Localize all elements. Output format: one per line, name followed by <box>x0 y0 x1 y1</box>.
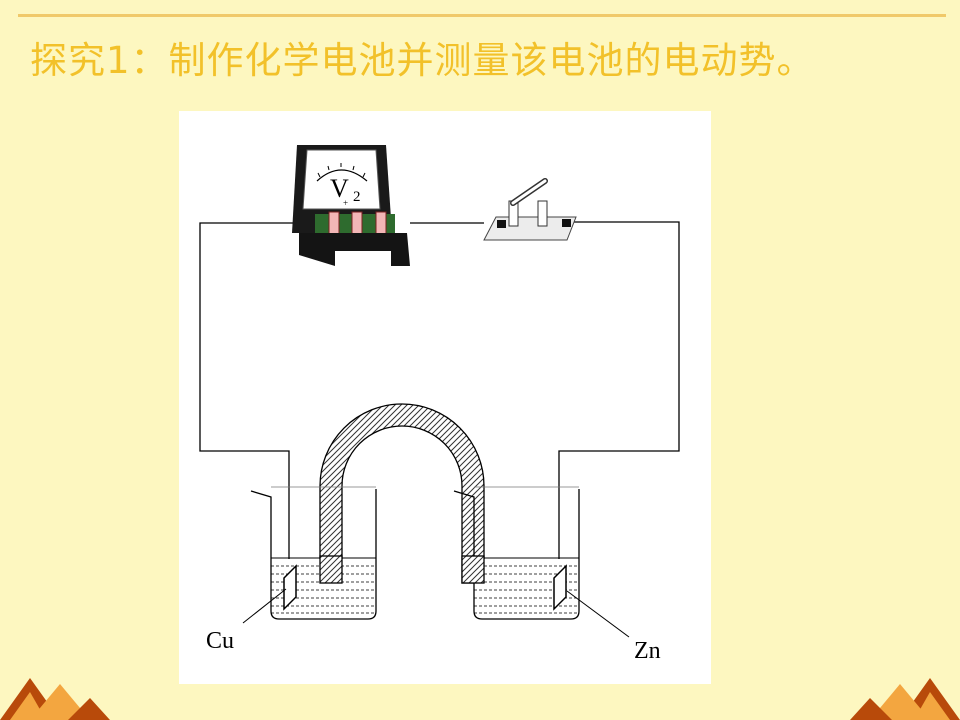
voltmeter: V 2 + <box>292 145 410 266</box>
left-beaker <box>250 486 377 620</box>
knife-switch <box>483 178 577 241</box>
circuit-wires <box>199 221 680 607</box>
title-divider-line <box>18 14 946 17</box>
corner-decoration-right <box>850 678 960 720</box>
galvanic-cell-diagram: V 2 + <box>179 111 711 684</box>
voltmeter-plus-mark: + <box>343 198 348 208</box>
corner-decoration-left <box>0 678 110 720</box>
zn-leader-line <box>566 590 630 638</box>
salt-bridge <box>319 403 485 584</box>
slide-title: 探究1：制作化学电池并测量该电池的电动势。 <box>30 39 815 82</box>
zn-label: Zn <box>634 638 661 664</box>
voltmeter-symbol: V <box>330 174 349 203</box>
copper-electrode <box>283 564 297 611</box>
voltmeter-subscript: 2 <box>353 189 361 205</box>
cu-leader-line <box>242 588 287 624</box>
zinc-electrode <box>553 564 567 611</box>
cu-label: Cu <box>206 628 234 654</box>
